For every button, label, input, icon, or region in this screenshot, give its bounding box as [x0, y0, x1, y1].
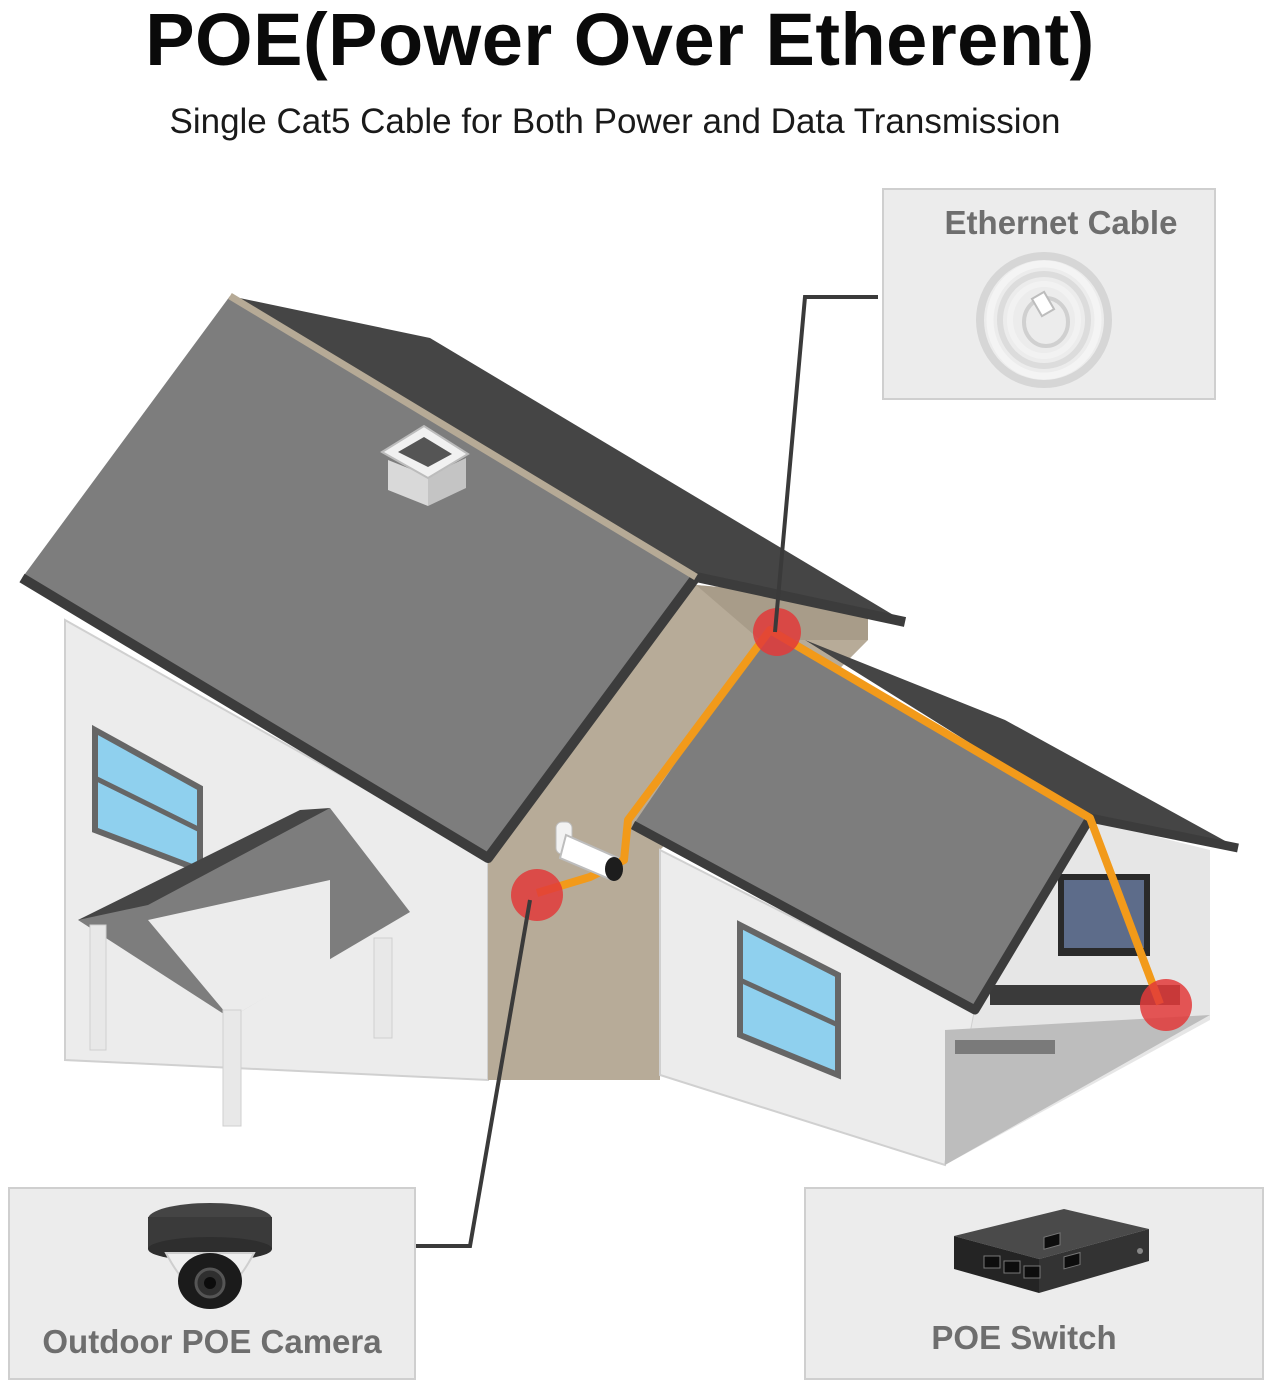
network-switch-icon [954, 1209, 1149, 1293]
ethernet-cable-panel: Ethernet Cable [882, 188, 1216, 400]
chimney-side [428, 458, 466, 506]
chimney-front [388, 460, 428, 506]
tv-cabinet [990, 985, 1180, 1005]
ethernet-cable-coil-icon [976, 252, 1112, 388]
ethernet-cable-path [535, 626, 1164, 1006]
window-mullion [738, 977, 840, 1028]
leader-line-camera [414, 899, 532, 1248]
window-mullion [93, 775, 202, 833]
main-roof-edge [19, 572, 907, 863]
porch-post [89, 924, 107, 1051]
annex-roof-front [633, 625, 1090, 1010]
annex-roof-back [805, 640, 1238, 848]
ethernet-cable-label: Ethernet Cable [944, 204, 1178, 241]
annex-roof-edge [630, 813, 1239, 1015]
main-roof-ridge [228, 293, 698, 580]
porch-post [222, 1009, 242, 1127]
porch-roof-top [78, 808, 330, 920]
bullet-camera-icon [555, 821, 623, 882]
poe-switch-label: POE Switch [931, 1319, 1117, 1356]
living-room-floor [945, 1015, 1210, 1165]
television-icon [1058, 874, 1150, 956]
outdoor-poe-camera-panel: Outdoor POE Camera [8, 1187, 416, 1380]
porch-gable [148, 880, 330, 1018]
page-title: POE(Power Over Etherent) [145, 0, 1095, 81]
porch-post [373, 937, 393, 1039]
outdoor-poe-camera-label: Outdoor POE Camera [42, 1323, 382, 1360]
connection-point [1140, 979, 1192, 1031]
leader-line-ethernet [773, 295, 878, 633]
connection-point [511, 869, 563, 921]
poe-switch-panel: POE Switch [804, 1187, 1264, 1380]
main-roof-front [22, 296, 696, 858]
chimney-hole [398, 437, 452, 467]
main-roof-back [230, 296, 905, 622]
dome-camera-icon [148, 1203, 272, 1309]
page-subtitle: Single Cat5 Cable for Both Power and Dat… [169, 102, 1061, 141]
coffee-table [955, 1040, 1055, 1054]
